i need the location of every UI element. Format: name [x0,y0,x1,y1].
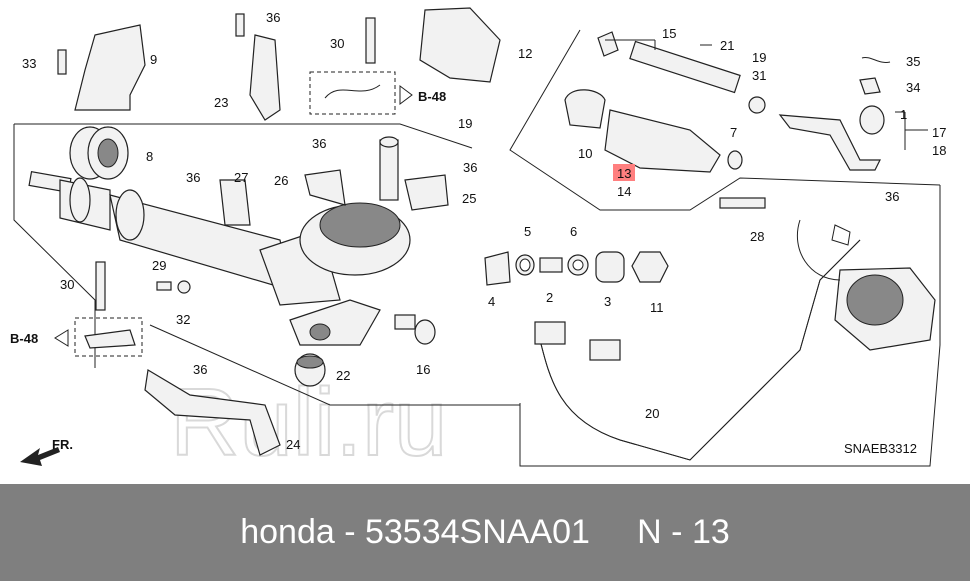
footer-part-number: 53534SNAA01 [364,513,590,551]
callout-15: 15 [662,26,676,41]
wiring-harness [534,219,936,461]
parts-diagram: Ruli.ru B-48 B-48 [10,7,947,477]
callout-36d: 36 [186,170,200,185]
footer-sep: - [334,513,365,551]
part-9-bracket [74,24,146,111]
frame-bottom [149,324,520,406]
callout-2: 2 [546,290,553,305]
part-2-spring [539,257,563,273]
callout-36b: 36 [312,136,326,151]
callout-21: 21 [720,38,734,53]
frame-top-left [14,123,473,149]
callout-35: 35 [906,54,920,69]
part-23-bracket [249,34,281,121]
callout-14: 14 [617,184,631,199]
part-26-bracket [304,169,346,206]
part-29-bolt [156,281,172,291]
callout-23: 23 [214,95,228,110]
callout-26: 26 [274,173,288,188]
footer-bar: honda - 53534SNAA01 N - 13 [0,484,970,581]
callout-12: 12 [518,46,532,61]
callout-9: 9 [150,52,157,67]
part-4 [484,251,511,286]
part-25-bracket [404,174,449,211]
bolt-36-top [235,13,245,37]
callout-7: 7 [730,125,737,140]
b48-left-label: B-48 [10,331,38,346]
callout-36e: 36 [193,362,207,377]
part-32-nut [177,280,191,294]
frame-harness [519,185,941,467]
frame-tierod [509,29,941,211]
callout-30a: 30 [330,36,344,51]
b48-left-box [74,317,143,357]
callout-13: 13 [617,166,631,181]
callout-6: 6 [570,224,577,239]
bolt-30-top [365,17,376,64]
part-27-bracket [219,179,251,226]
part-24-bracket [144,369,281,456]
footer-brand: honda [240,513,335,551]
front-label: FR. [52,437,73,452]
highlight-13 [613,164,635,181]
part-8-bushing [69,126,129,180]
callout-17: 17 [932,125,946,140]
callout-10: 10 [578,146,592,161]
part-11-nut [631,251,669,283]
part-16-ring [414,319,436,345]
callout-29: 29 [152,258,166,273]
callout-19b: 19 [458,116,472,131]
callout-25: 25 [462,191,476,206]
diagram-canvas: Ruli.ru B-48 B-48 [10,7,946,477]
callout-30b: 30 [60,277,74,292]
callout-4: 4 [488,294,495,309]
footer-gap [590,513,637,552]
callout-33: 33 [22,56,36,71]
callout-36c: 36 [463,160,477,175]
callout-24: 24 [286,437,300,452]
bolt-30-lower [95,261,106,311]
callout-31: 31 [752,68,766,83]
callout-36a: 36 [266,10,280,25]
callout-36f: 36 [885,189,899,204]
callout-16: 16 [416,362,430,377]
callout-5: 5 [524,224,531,239]
steering-rack [28,136,416,346]
diagram-code: SNAEB3312 [844,441,917,456]
callout-18: 18 [932,143,946,158]
callout-20: 20 [645,406,659,421]
b48-top-label: B-48 [418,89,446,104]
callout-11: 11 [650,300,664,315]
footer-ref: N - 13 [637,513,730,551]
callout-19: 19 [752,50,766,65]
callout-27: 27 [234,170,248,185]
part-3-boot [595,251,625,283]
callout-3: 3 [604,294,611,309]
part-12-grommet [419,7,501,83]
callout-22: 22 [336,368,350,383]
bolt-33 [57,49,67,75]
front-arrow-icon [20,447,60,466]
callout-34: 34 [906,80,920,95]
b48-top-box [309,71,396,115]
callout-32: 32 [176,312,190,327]
callout-1: 1 [900,107,907,122]
frame-left [13,124,96,368]
callout-8: 8 [146,149,153,164]
tie-rod-assembly [564,31,891,209]
footer-caption: honda - 53534SNAA01 N - 13 [0,484,970,581]
callout-28: 28 [750,229,764,244]
